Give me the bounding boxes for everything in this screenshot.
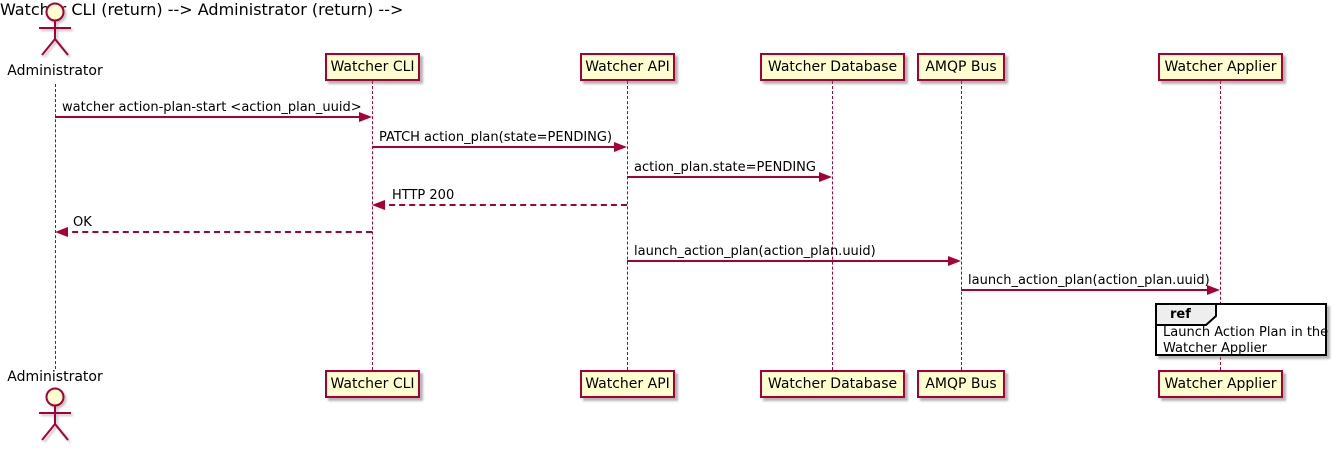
- message-3-label: action_plan.state=PENDING: [634, 160, 816, 175]
- message-1-line: [55, 116, 365, 118]
- participant-watcher-applier-top: Watcher Applier: [1158, 53, 1283, 81]
- participant-watcher-cli-bottom: Watcher CLI: [325, 370, 420, 398]
- ref-header-pentagon-icon: [1155, 303, 1217, 326]
- message-5-arrowhead-icon: [55, 227, 68, 237]
- ref-text-line1: Launch Action Plan in the: [1163, 325, 1329, 340]
- actor-label-top: Administrator: [7, 63, 103, 79]
- participant-watcher-api-top: Watcher API: [580, 53, 675, 81]
- lifeline-watcher-applier: [1220, 81, 1221, 370]
- message-3-arrowhead-icon: [819, 172, 832, 182]
- message-2-label: PATCH action_plan(state=PENDING): [379, 130, 613, 145]
- message-6-line: [627, 260, 954, 262]
- message-6-label: launch_action_plan(action_plan.uuid): [634, 244, 876, 259]
- lifeline-administrator: [55, 84, 56, 369]
- actor-administrator-icon-bottom: [39, 387, 71, 441]
- ref-keyword: ref: [1170, 307, 1191, 322]
- lifeline-watcher-database: [832, 81, 833, 370]
- participant-watcher-applier-bottom: Watcher Applier: [1158, 370, 1283, 398]
- lifeline-watcher-cli: [372, 81, 373, 370]
- message-3-line: [627, 176, 825, 178]
- lifeline-watcher-api: [627, 81, 628, 370]
- actor-label-bottom: Administrator: [7, 369, 103, 385]
- actor-administrator-icon: [39, 2, 71, 56]
- ref-fragment: ref Launch Action Plan in the Watcher Ap…: [1155, 303, 1329, 356]
- message-4-label: HTTP 200: [392, 188, 455, 203]
- participant-watcher-api-bottom: Watcher API: [580, 370, 675, 398]
- message-6-arrowhead-icon: [948, 256, 961, 266]
- message-7-line: [961, 289, 1213, 291]
- message-2-arrowhead-icon: [614, 142, 627, 152]
- message-1-label: watcher action-plan-start <action_plan_u…: [62, 100, 362, 115]
- message-4-line: [379, 204, 627, 206]
- lifeline-amqp-bus: [961, 81, 962, 370]
- message-2-line: [372, 146, 620, 148]
- participant-watcher-cli-top: Watcher CLI: [325, 53, 420, 81]
- message-7-label: launch_action_plan(action_plan.uuid): [968, 273, 1210, 288]
- participant-watcher-database-bottom: Watcher Database: [760, 370, 905, 398]
- ref-text-line2: Watcher Applier: [1163, 341, 1267, 356]
- participant-amqp-bus-top: AMQP Bus: [917, 53, 1005, 81]
- message-4-arrowhead-icon: [372, 200, 385, 210]
- message-1-arrowhead-icon: [359, 112, 372, 122]
- message-5-label: OK: [73, 215, 92, 230]
- message-7-arrowhead-icon: [1207, 285, 1220, 295]
- message-5-line: [62, 231, 372, 233]
- participant-amqp-bus-bottom: AMQP Bus: [917, 370, 1005, 398]
- participant-watcher-database-top: Watcher Database: [760, 53, 905, 81]
